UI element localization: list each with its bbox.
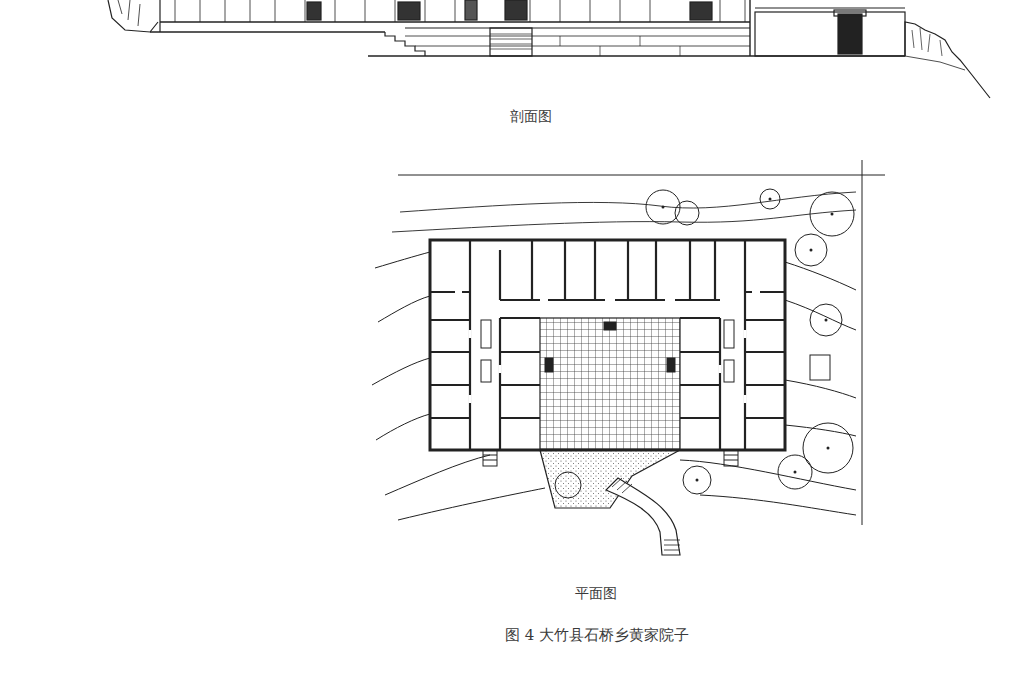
section-drawing bbox=[108, 0, 990, 98]
view-label: 剖面图 bbox=[508, 108, 554, 126]
view-label: 平面图 bbox=[573, 585, 619, 603]
plan-drawing bbox=[372, 160, 885, 555]
figure-caption: 图 4 大竹县石桥乡黄家院子 bbox=[503, 626, 691, 645]
